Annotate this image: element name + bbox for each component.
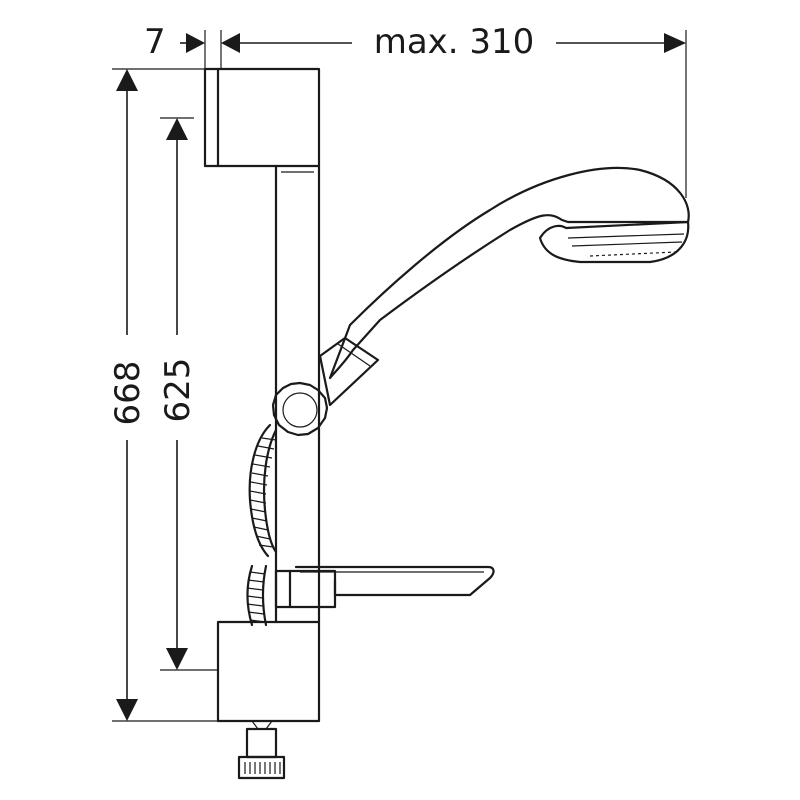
hose-coil-lower	[246, 571, 266, 623]
overall-height-label: 668	[108, 361, 148, 426]
top-wall-bracket	[203, 67, 321, 168]
bottom-wall-bracket	[216, 620, 321, 723]
slide-rail	[274, 164, 321, 624]
slider-knob	[271, 381, 329, 437]
max-reach-label: max. 310	[374, 22, 535, 62]
hose-coil	[249, 437, 277, 548]
wall-offset-arrow	[186, 33, 205, 53]
hand-shower	[318, 166, 690, 407]
dimension-overall-height: 668	[108, 68, 218, 722]
dimension-bracket-spacing: 625	[158, 117, 218, 671]
soap-dish	[274, 565, 495, 609]
spacing-bottom-arrow	[166, 648, 188, 670]
wall-offset-label: 7	[144, 22, 166, 62]
hose-connector	[237, 720, 286, 780]
shower-hose	[246, 423, 278, 627]
spacing-top-arrow	[166, 118, 188, 140]
spray-nozzles	[589, 251, 677, 257]
height-bottom-arrow	[116, 699, 138, 721]
bracket-spacing-label: 625	[158, 358, 198, 423]
height-top-arrow	[116, 69, 138, 91]
reach-start-arrow	[221, 33, 240, 53]
dimension-max-reach: max. 310	[238, 22, 687, 198]
dimension-wall-offset: 7	[144, 22, 240, 68]
connector-knurling	[244, 762, 281, 774]
reach-end-arrow	[664, 33, 686, 53]
